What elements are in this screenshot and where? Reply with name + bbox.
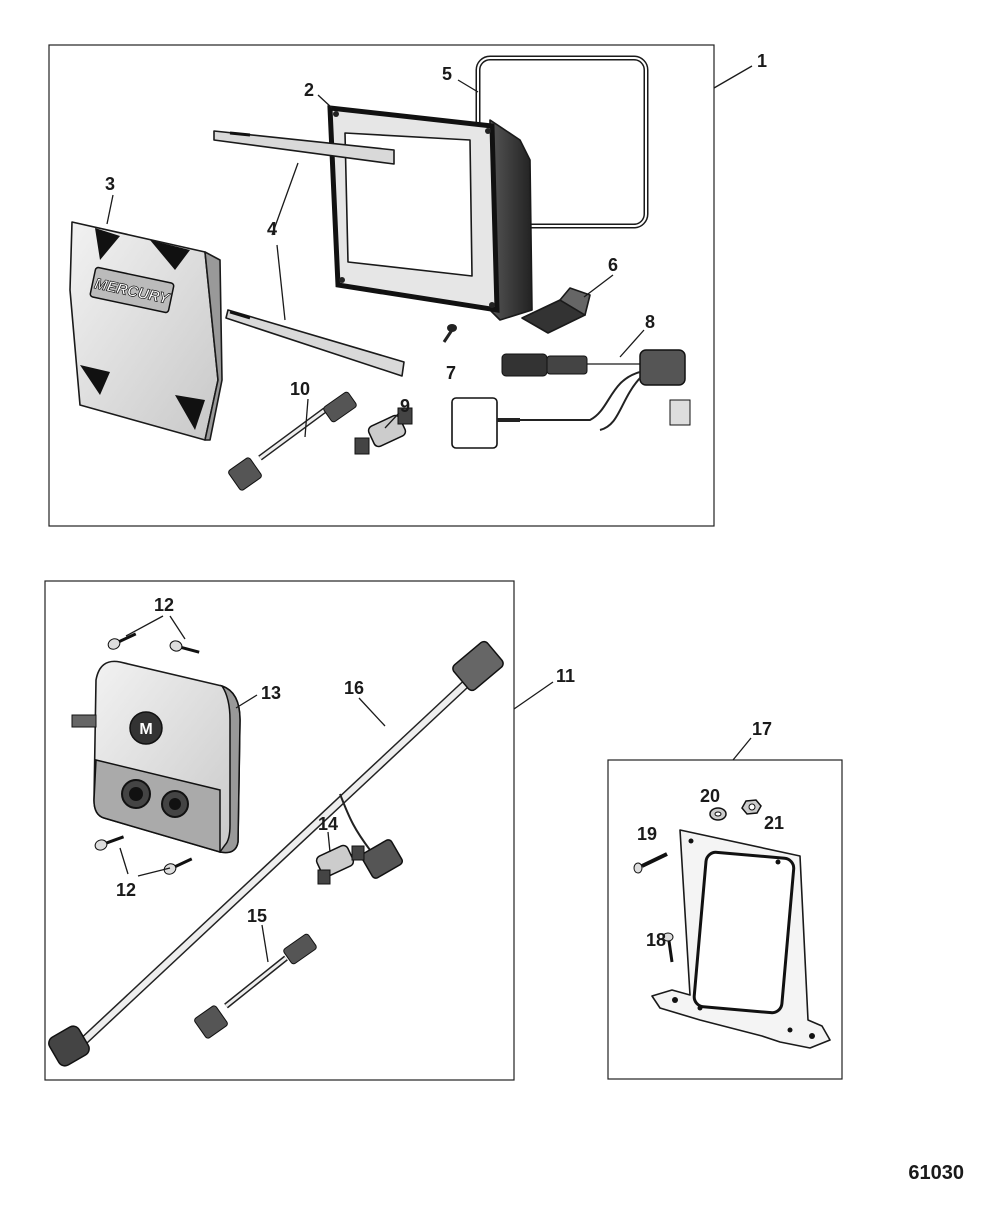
callout-12-bottom: 12 xyxy=(116,880,136,900)
part-21-nut xyxy=(741,799,762,815)
kit-11-callouts: 11 12 12 13 14 15 16 xyxy=(116,595,575,963)
kit-1-callouts: 1 2 3 4 5 6 7 8 9 10 xyxy=(105,51,767,438)
part-17-bracket xyxy=(651,829,831,1049)
callout-11: 11 xyxy=(556,666,575,686)
part-16-cable xyxy=(48,640,504,1067)
callout-18: 18 xyxy=(646,930,666,950)
part-4-rail-top xyxy=(213,130,395,165)
svg-text:M: M xyxy=(139,721,152,738)
part-7-screw xyxy=(442,324,457,343)
callout-21: 21 xyxy=(764,813,784,833)
callout-17: 17 xyxy=(752,719,772,739)
part-20-washer xyxy=(709,807,727,821)
callout-2: 2 xyxy=(304,80,314,100)
part-6-clip xyxy=(521,287,591,334)
part-13-remote-unit: M xyxy=(71,660,241,854)
part-2-display xyxy=(327,105,533,321)
callout-15: 15 xyxy=(247,906,267,926)
kit-11-frame xyxy=(44,580,515,1081)
part-4-rail-bottom xyxy=(225,309,405,377)
callout-14: 14 xyxy=(318,814,338,834)
callout-8: 8 xyxy=(645,312,655,332)
part-9-tee-connector xyxy=(354,407,413,455)
callout-12-top: 12 xyxy=(154,595,174,615)
part-10-extension-cable xyxy=(228,391,357,491)
kit-17-callouts: 17 18 19 20 21 xyxy=(637,719,784,950)
part-8-harness xyxy=(451,349,691,449)
kit-1-frame xyxy=(48,44,715,527)
part-3-sun-cover: MERCURY xyxy=(69,221,223,441)
callout-20: 20 xyxy=(700,786,720,806)
callout-5: 5 xyxy=(442,64,452,84)
callout-3: 3 xyxy=(105,174,115,194)
callout-6: 6 xyxy=(608,255,618,275)
callout-13: 13 xyxy=(261,683,281,703)
part-15-extension-cable xyxy=(194,933,317,1039)
callout-19: 19 xyxy=(637,824,657,844)
part-19-bolt xyxy=(633,852,668,874)
callout-7: 7 xyxy=(446,363,456,383)
part-18-screw xyxy=(662,932,674,963)
part-12-screws xyxy=(94,632,200,875)
callout-9: 9 xyxy=(400,396,410,416)
kit-17-frame xyxy=(607,759,843,1080)
figure-id: 61030 xyxy=(908,1162,964,1184)
callout-16: 16 xyxy=(344,678,364,698)
callout-1: 1 xyxy=(757,51,767,71)
part-14-tee-connector xyxy=(315,844,365,885)
callout-10: 10 xyxy=(290,379,310,399)
callout-4: 4 xyxy=(267,219,277,239)
